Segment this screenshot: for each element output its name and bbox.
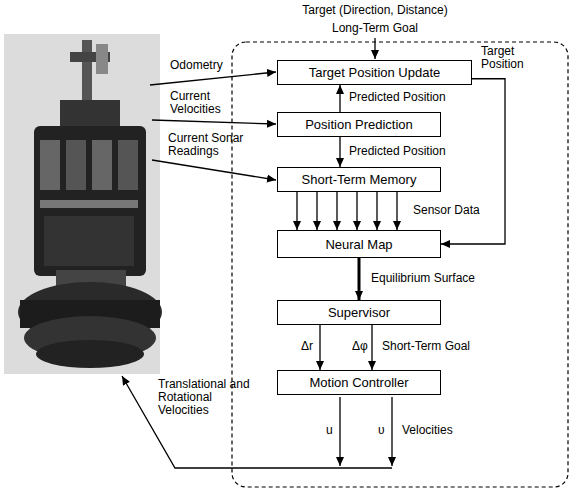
flow-arrow [340, 137, 341, 167]
system-boundary [232, 42, 568, 487]
box-label: Supervisor [328, 305, 390, 320]
annotation-label: υ [378, 424, 390, 437]
edge-label: Δφ [351, 340, 369, 353]
velocity-arrow [152, 120, 276, 124]
flow-arrow [372, 325, 373, 370]
edge-label: Target Position [480, 45, 544, 71]
goal-arrow [374, 38, 375, 59]
process-box: Supervisor [277, 300, 441, 325]
flow-arrow-line [376, 192, 377, 230]
annotation-label: Current Velocities [170, 90, 240, 116]
edge-label: Predicted Position [348, 91, 447, 104]
box-label: Position Prediction [305, 117, 413, 132]
process-box: Short-Term Memory [277, 167, 441, 192]
flow-arrow [441, 79, 505, 244]
box-label: Target Position Update [309, 65, 441, 80]
annotation-label: Current Sonar Readings [168, 132, 268, 158]
edge-label: Sensor Data [412, 204, 481, 217]
velocity-output-arrow [391, 397, 392, 466]
annotation-label: u [326, 424, 338, 437]
box-label: Short-Term Memory [302, 172, 417, 187]
velocity-output-arrow [339, 397, 340, 466]
flow-arrow [359, 258, 360, 300]
flow-arrow-line [339, 85, 340, 112]
flow-arrow-line [296, 192, 297, 230]
edge-label: Predicted Position [348, 145, 447, 158]
annotation-label: Long-Term Goal [275, 22, 475, 35]
process-box: Target Position Update [277, 60, 472, 85]
flow-arrow-line [441, 79, 505, 244]
flow-arrow-line [339, 137, 340, 167]
process-box: Motion Controller [277, 370, 441, 395]
annotation-label: Short-Term Goal [382, 340, 472, 353]
flow-arrow-line [371, 325, 372, 370]
flow-arrow-line [319, 325, 320, 370]
edge-label: Δr [300, 340, 314, 353]
flow-arrow-line [356, 192, 357, 230]
annotation-label: Target (Direction, Distance) [255, 4, 495, 17]
annotation-label: Odometry [170, 59, 250, 72]
flow-arrow [340, 85, 341, 112]
flow-arrow-line [396, 192, 397, 230]
box-label: Neural Map [325, 237, 392, 252]
box-label: Motion Controller [310, 375, 409, 390]
odometry-arrow [150, 72, 276, 85]
edge-label: Equilibrium Surface [370, 272, 476, 285]
flow-arrow-line [336, 192, 337, 230]
robot-picture [4, 34, 162, 374]
annotation-label: Translational and Rotational Velocities [158, 378, 263, 417]
process-box: Position Prediction [277, 112, 441, 137]
flow-arrow-line [316, 192, 317, 230]
flow-arrow [320, 325, 321, 370]
annotation-label: Velocities [402, 424, 482, 437]
sonar-arrow [152, 160, 276, 180]
flow-arrow-line [358, 258, 361, 300]
flow-arrow [297, 192, 397, 230]
process-box: Neural Map [277, 230, 441, 258]
